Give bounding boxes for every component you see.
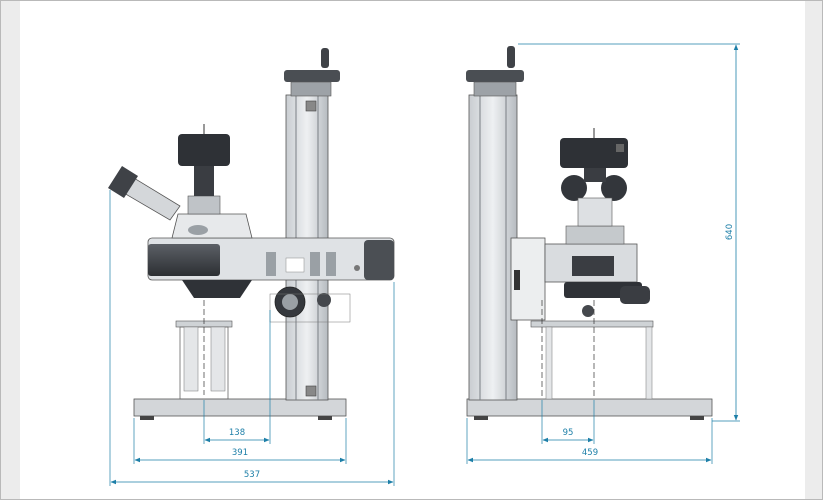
side-view-microscope: [108, 48, 395, 420]
dimension-labels: 138 391 537 95 459 640: [229, 224, 735, 480]
dim-label-138: 138: [229, 428, 245, 438]
dim-label-95: 95: [563, 428, 574, 438]
base-plate: [466, 398, 713, 417]
dim-label-459: 459: [582, 448, 598, 458]
base-plate: [133, 398, 347, 417]
column: [468, 94, 518, 401]
dim-label-537: 537: [244, 470, 260, 480]
dimension-arrows: [110, 44, 739, 485]
dim-label-640: 640: [725, 224, 735, 240]
dim-label-391: 391: [232, 448, 248, 458]
front-view-microscope: [466, 46, 713, 420]
dimension-lines: [109, 43, 740, 486]
